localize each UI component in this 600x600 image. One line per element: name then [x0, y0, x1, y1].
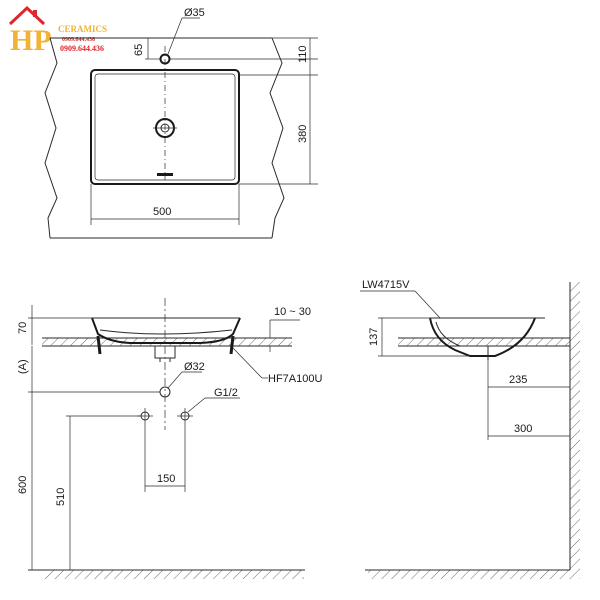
- brand-logo: HP CERAMICS 0909.644.436 0909.644.436: [8, 5, 107, 57]
- fitting-model-label: HF7A100U: [268, 373, 322, 385]
- dim-150-label: 150: [157, 473, 175, 485]
- right-break-line: [269, 37, 285, 239]
- dim-300-label: 300: [514, 423, 532, 435]
- bracket-left: [96, 335, 102, 355]
- logo-initials: HP: [10, 24, 52, 57]
- dim-70-label: 70: [17, 322, 29, 334]
- dim-65-label: 65: [133, 44, 145, 56]
- floor-front: [44, 570, 304, 579]
- dim-110-label: 110: [297, 45, 309, 63]
- thread-label: G1/2: [214, 387, 238, 399]
- logo-brand: CERAMICS: [58, 24, 107, 34]
- overflow-slot: [157, 173, 173, 176]
- logo-phone-small: 0909.644.436: [62, 37, 95, 43]
- bracket-right: [229, 335, 235, 355]
- drain-diameter-label: Ø32: [184, 361, 205, 373]
- dim-600-label: 600: [17, 476, 29, 494]
- floor-side: [368, 570, 580, 579]
- dim-a-label: (A): [17, 359, 29, 374]
- house-roof-icon: [8, 5, 46, 26]
- dim-380-label: 380: [297, 125, 309, 143]
- hole-diameter-label: Ø35: [184, 7, 205, 19]
- dim-137-label: 137: [368, 328, 380, 346]
- dim-10-30-label: 10 ~ 30: [274, 306, 311, 318]
- logo-phone: 0909.644.436: [60, 44, 104, 53]
- wall-hatch: [570, 282, 580, 570]
- dim-500-label: 500: [153, 206, 171, 218]
- counter-slab-side: [398, 338, 570, 346]
- basin-outline: [90, 69, 240, 185]
- left-break-line: [44, 37, 58, 239]
- top-view: Ø35 65 110 380 500: [44, 7, 318, 239]
- front-view: 70 (A) 10 ~ 30 HF7A100U Ø32 G1/2 150: [17, 298, 322, 579]
- side-view: LW4715V 137 235 300: [360, 279, 580, 579]
- drain-outlet: [159, 386, 171, 398]
- dim-510-label: 510: [55, 488, 67, 506]
- model-label: LW4715V: [362, 279, 410, 291]
- dim-235-label: 235: [509, 374, 527, 386]
